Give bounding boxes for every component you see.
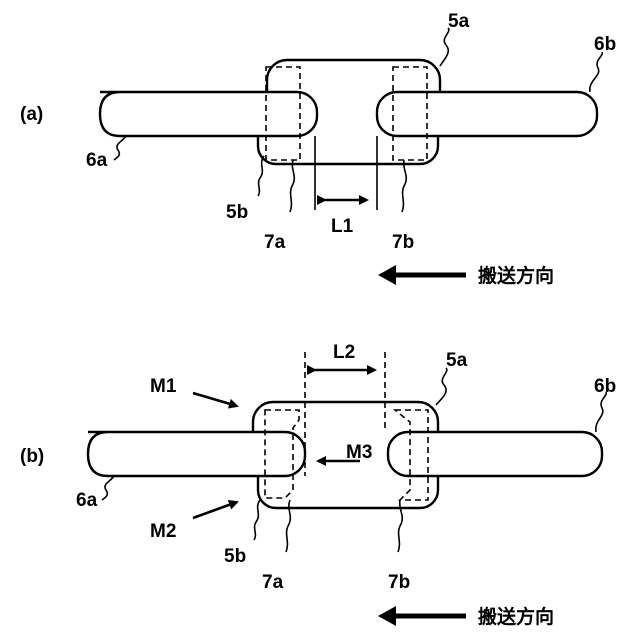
member-5a-b bbox=[253, 402, 438, 432]
panel-b-label: (b) bbox=[20, 446, 44, 467]
leader-6b-b bbox=[596, 392, 606, 432]
label-m2: M2 bbox=[150, 521, 176, 542]
leader-7b bbox=[402, 160, 406, 212]
label-l2: L2 bbox=[333, 342, 355, 363]
member-5b-b bbox=[258, 476, 438, 508]
region-7b bbox=[393, 67, 427, 160]
label-5b-b: 5b bbox=[224, 546, 246, 567]
panel-a: (a) L1 5a 6b 6a 5b 7a 7b 搬送方向 bbox=[20, 11, 616, 287]
label-m1: M1 bbox=[150, 376, 177, 397]
sheet-6b-b bbox=[388, 432, 602, 476]
label-6b-b: 6b bbox=[594, 376, 616, 397]
direction-arrow-head bbox=[378, 265, 396, 285]
panel-b: (b) L2 M1 M2 M3 5a 6b 6a 5b bbox=[20, 342, 616, 628]
leader-5a-b bbox=[436, 368, 447, 405]
label-7a-b: 7a bbox=[262, 572, 284, 593]
leader-6a bbox=[114, 136, 126, 160]
direction-arrow-head-b bbox=[378, 606, 396, 626]
label-6b: 6b bbox=[594, 34, 616, 55]
label-7a: 7a bbox=[264, 232, 286, 253]
label-5a: 5a bbox=[448, 11, 470, 32]
label-7b: 7b bbox=[392, 232, 414, 253]
direction-label: 搬送方向 bbox=[478, 264, 554, 287]
leader-5b bbox=[258, 156, 264, 196]
m1-arrow bbox=[193, 393, 237, 406]
region-7a-b bbox=[265, 410, 299, 498]
sheet-6a-b bbox=[88, 432, 305, 476]
label-m3: M3 bbox=[346, 442, 372, 463]
label-6a: 6a bbox=[86, 150, 108, 171]
region-7b-b bbox=[395, 410, 428, 500]
label-l1: L1 bbox=[331, 216, 354, 237]
sheet-6b bbox=[377, 92, 597, 136]
panel-a-label: (a) bbox=[20, 104, 43, 125]
leader-6b bbox=[590, 52, 602, 92]
region-7a bbox=[266, 67, 300, 160]
label-6a-b: 6a bbox=[76, 490, 98, 511]
leader-6a-b bbox=[102, 476, 114, 500]
label-5b: 5b bbox=[226, 202, 248, 223]
direction-label-b: 搬送方向 bbox=[478, 605, 554, 628]
label-5a-b: 5a bbox=[446, 350, 468, 371]
sheet-6a bbox=[100, 92, 317, 136]
label-7b-b: 7b bbox=[388, 572, 410, 593]
leader-5a bbox=[440, 28, 449, 66]
leader-5b-b bbox=[254, 500, 260, 540]
member-5a bbox=[267, 60, 440, 92]
m2-arrow bbox=[193, 502, 237, 518]
leader-7a bbox=[290, 160, 294, 212]
